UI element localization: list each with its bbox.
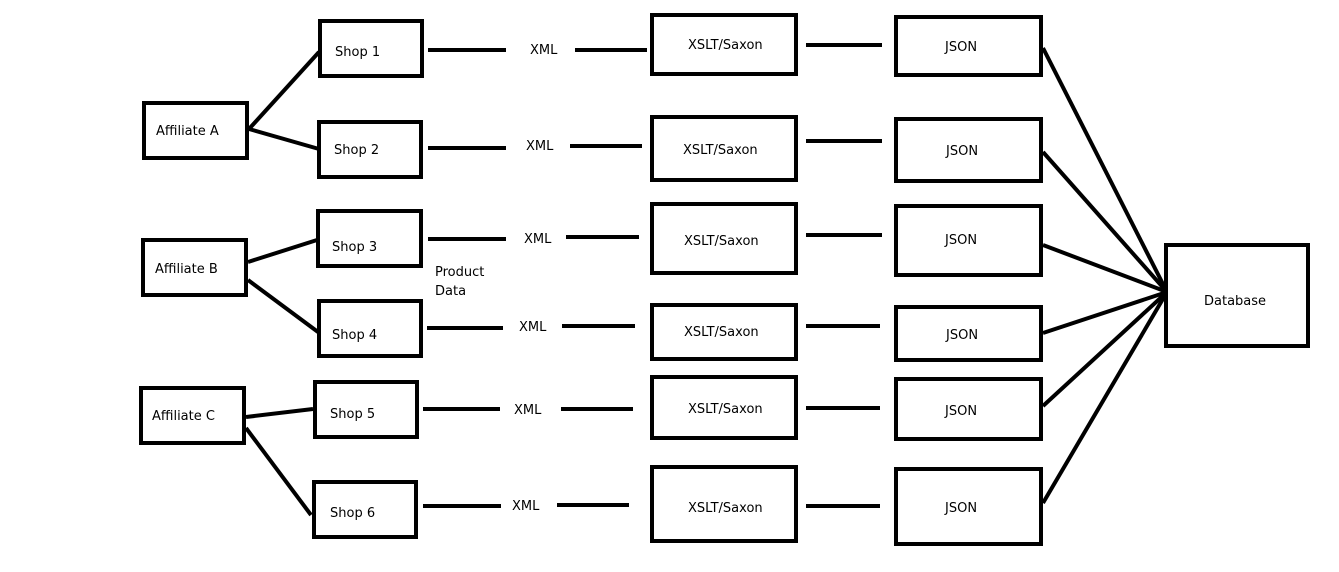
database-box [1164,243,1310,348]
xml-label-3: XML [524,232,552,247]
affiliate-a-box [142,101,249,160]
shop-6-label: Shop 6 [330,506,375,521]
affiliate-b-box [141,238,248,297]
xslt-3-label: XSLT/Saxon [684,234,759,249]
json-5-box [894,377,1043,441]
xslt-nodes: XSLT/Saxon XSLT/Saxon XSLT/Saxon XSLT/Sa… [650,13,798,543]
xml-label-4: XML [519,320,547,335]
edge-affiliate-b-shop-4 [246,278,320,334]
xslt-1-label: XSLT/Saxon [688,38,763,53]
shop-1-label: Shop 1 [335,45,380,60]
xslt-6-label: XSLT/Saxon [688,501,763,516]
xslt-6-box [650,465,798,543]
shop-6-box [312,480,418,539]
xml-label-6: XML [512,499,540,514]
json-6-box [894,467,1043,546]
edge-affiliate-a-shop-2 [248,127,320,151]
edge-json-3-database [1042,243,1168,294]
product-data-label-line-1: Product [435,265,484,280]
xml-label-2: XML [526,139,554,154]
edge-affiliate-c-shop-5 [245,407,314,419]
edge-json-2-database [1041,150,1169,294]
json-nodes: JSON JSON JSON JSON JSON JSON [894,15,1043,546]
xml-label-1: XML [530,43,558,58]
edge-affiliate-a-shop-1 [247,50,321,131]
json-5-label: JSON [944,404,977,419]
shop-4-label: Shop 4 [332,328,377,343]
xslt-4-box [650,303,798,361]
affiliate-b-label: Affiliate B [155,262,218,277]
shop-4-box [317,299,423,358]
edge-affiliate-c-shop-6 [244,426,313,517]
edge-json-6-database [1041,290,1169,505]
shop-2-box [317,120,423,179]
connectors [244,43,1169,517]
edge-json-1-database [1041,47,1169,293]
xslt-3-box [650,202,798,275]
shop-3-label: Shop 3 [332,240,377,255]
shop-3-box [316,209,423,268]
edge-affiliate-b-shop-3 [247,238,318,264]
shop-1-box [318,19,424,78]
json-1-box [894,15,1043,77]
json-2-label: JSON [945,144,978,159]
edge-json-4-database [1042,290,1168,335]
affiliate-a-label: Affiliate A [156,124,219,139]
shop-5-box [313,380,419,439]
json-3-label: JSON [944,233,977,248]
xslt-2-box [650,115,798,182]
json-4-label: JSON [945,328,978,343]
xml-labels: XML XML XML XML XML XML [512,43,558,514]
affiliate-c-label: Affiliate C [152,409,215,424]
xslt-5-box [650,375,798,440]
json-6-label: JSON [944,501,977,516]
xml-label-5: XML [514,403,542,418]
json-1-label: JSON [944,40,977,55]
affiliate-nodes: Affiliate A Affiliate B Affiliate C [139,101,249,445]
xslt-1-box [650,13,798,76]
xslt-4-label: XSLT/Saxon [684,325,759,340]
shop-5-label: Shop 5 [330,407,375,422]
json-2-box [894,117,1043,183]
database-label: Database [1204,294,1266,309]
product-data-label-line-2: Data [435,284,466,299]
edge-json-5-database [1041,290,1169,408]
json-4-box [894,305,1043,362]
xslt-2-label: XSLT/Saxon [683,143,758,158]
xslt-5-label: XSLT/Saxon [688,402,763,417]
json-3-box [894,204,1043,277]
shop-2-label: Shop 2 [334,143,379,158]
affiliate-c-box [139,386,246,445]
shop-nodes: Shop 1 Shop 2 Shop 3 Shop 4 Shop 5 Shop … [312,19,424,539]
